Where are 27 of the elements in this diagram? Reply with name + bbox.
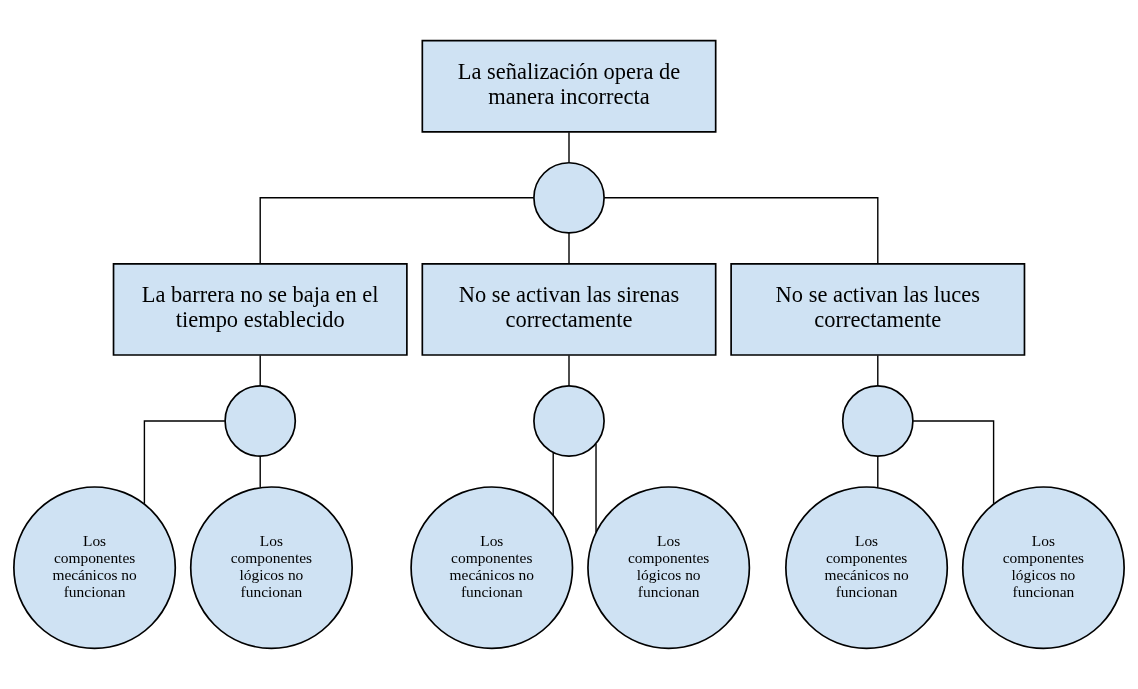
connector [568, 232, 570, 265]
connector [912, 420, 995, 505]
node-circle: Los componentes mecánicos no funcionan [410, 486, 574, 650]
node-circle: Los componentes mecánicos no funcionan [785, 486, 949, 650]
node-circle [841, 385, 914, 457]
connector [143, 420, 226, 505]
node-circle: Los componentes lógicos no funcionan [189, 486, 353, 650]
node-box: La señalización opera de manera incorrecta [421, 39, 717, 133]
node-box: La barrera no se baja en el tiempo establecido [112, 262, 408, 356]
node-circle: Los componentes mecánicos no funcionan [13, 486, 177, 650]
node-circle: Los componentes lógicos no funcionan [961, 486, 1125, 650]
node-box: No se activan las sirenas correctamente [421, 262, 717, 356]
node-circle [224, 385, 297, 457]
node-circle: Los componentes lógicos no funcionan [587, 486, 751, 650]
connector [259, 354, 261, 387]
connector [259, 197, 535, 265]
connector [595, 443, 597, 534]
connector [877, 455, 879, 488]
connector [603, 197, 879, 265]
connector [568, 354, 570, 387]
node-circle [533, 385, 605, 457]
connector [552, 451, 554, 516]
connector [259, 455, 261, 488]
node-circle [533, 161, 605, 234]
node-box: No se activan las luces correctamente [730, 262, 1026, 356]
connector [568, 131, 570, 164]
connector [877, 354, 879, 387]
